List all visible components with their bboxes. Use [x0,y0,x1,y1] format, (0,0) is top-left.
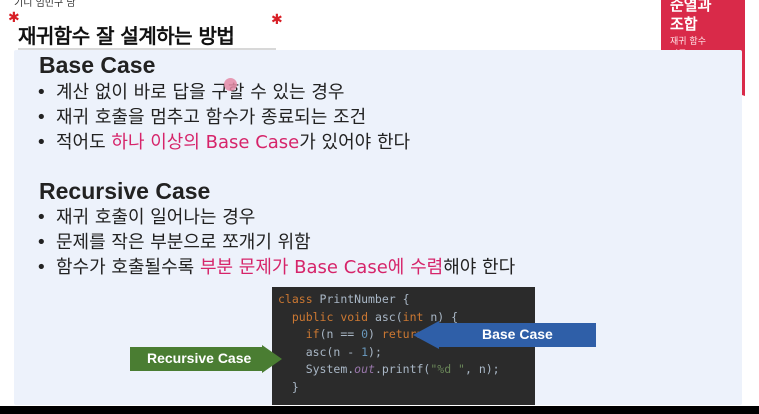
code-text: } [291,379,299,394]
banner-sub-line1: 재귀 함수 [670,37,706,47]
code-keyword: int [402,309,431,324]
list-item: 적어도 하나 이상의 Base Case가 있어야 한다 [36,130,410,155]
list-item: 계산 없이 바로 답을 구할 수 있는 경우 [36,80,410,105]
code-keyword: return [381,327,424,342]
code-number: 1 [361,344,369,359]
code-keyword: class [278,292,320,306]
list-item: 문제를 작은 부분으로 쪼개기 위함 [36,230,515,255]
bullet-text: 해야 한다 [443,257,516,278]
base-case-arrow [413,321,596,349]
code-text: PrintNumber { [319,292,410,306]
recursive-case-arrow-label: Recursive Case [147,350,252,366]
code-text: .printf( [374,362,431,377]
code-line: class PrintNumber { [278,291,535,309]
banner-title-line1: 순열과 [670,0,712,14]
code-text: , n); [464,362,500,377]
code-line: asc(n - 1); [278,344,535,362]
slide-title: 재귀함수 잘 설계하는 방법 [18,24,235,48]
list-item: 재귀 호출이 일어나는 경우 [36,205,515,230]
highlight-text: 하나 이상의 Base Case [111,132,300,153]
sparkle-icon: ✱ [271,12,283,28]
arrow-right-shape [130,345,282,373]
code-number: 0 [361,327,369,342]
slide-title-wrap: 재귀함수 잘 설계하는 방법 [18,20,276,50]
banner-title-line2: 조합 [670,15,698,33]
code-text: asc(n - [305,344,362,359]
base-case-arrow-label: Base Case [482,326,553,342]
bottom-bar [0,406,759,414]
code-line: } [278,379,535,397]
bullet-text: 함수가 호출될수록 [56,257,200,278]
list-item: 재귀 호출을 멈추고 함수가 종료되는 조건 [36,105,410,130]
list-item: 함수가 호출될수록 부분 문제가 Base Case에 수렴해야 한다 [36,255,515,280]
highlight-text: 부분 문제가 Base Case에 수렴 [199,257,444,278]
title-underline [18,48,276,50]
code-line: public void asc(int n) { [278,309,535,327]
cursor-pointer-dot [224,78,237,91]
recursive-case-arrow [130,345,282,373]
base-case-list: 계산 없이 바로 답을 구할 수 있는 경우 재귀 호출을 멈추고 함수가 종료… [36,80,410,155]
code-line: System.out.printf("%d ", n); [278,361,535,379]
code-text: (n == [319,327,362,342]
bullet-text: 적어도 [56,132,112,153]
code-text: n) { [430,309,459,324]
code-text: ) [368,327,382,342]
code-text: System. [305,362,355,377]
bullet-text: 가 있어야 한다 [299,132,411,153]
recursive-case-list: 재귀 호출이 일어나는 경우 문제를 작은 부분으로 쪼개기 위함 함수가 호출… [36,205,515,280]
code-keyword: if [305,327,320,342]
chapter-banner-title: 순열과 조합 [670,0,740,34]
recursive-case-heading: Recursive Case [39,178,211,204]
arrow-left-shape [413,321,596,349]
code-field: out [354,362,375,377]
code-string: "%d " [430,362,465,377]
sparkle-icon: ✱ [8,10,20,26]
code-text: ); [368,344,382,359]
code-keyword: public void [291,309,375,324]
top-cut-text: 기니 임민구 남 [14,0,76,9]
base-case-heading: Base Case [39,52,156,78]
code-text: asc( [374,309,403,324]
code-line: if(n == 0) return; [278,326,535,344]
